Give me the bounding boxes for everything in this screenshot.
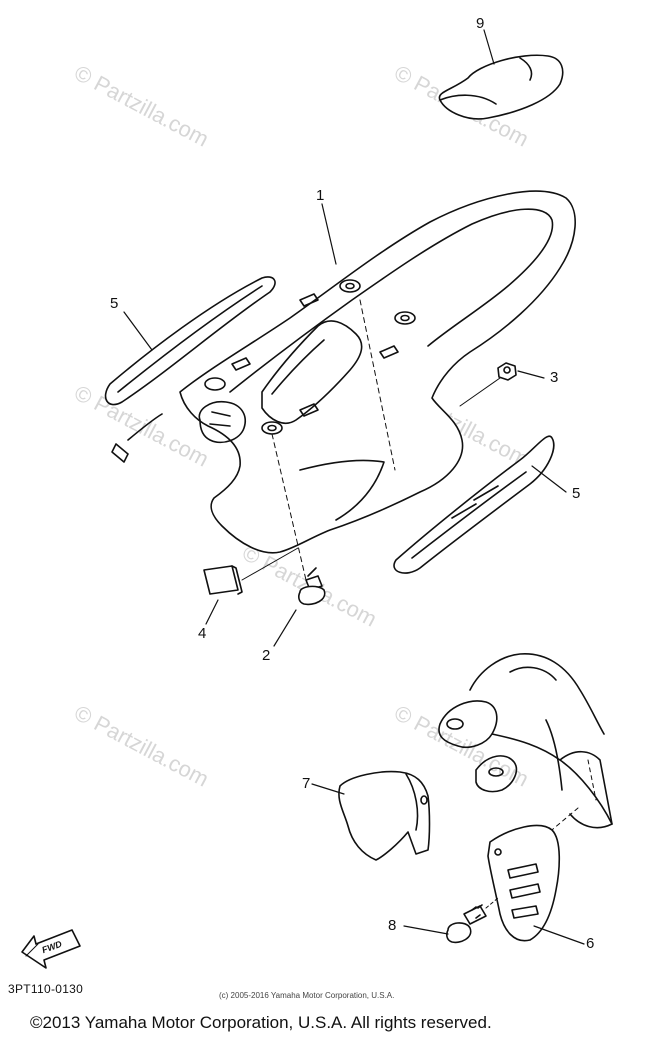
callout-6: 6	[586, 935, 595, 952]
callout-5-right: 5	[572, 485, 581, 502]
part-1-seat-base	[179, 190, 576, 581]
callout-9: 9	[476, 15, 485, 32]
part-4-pad	[203, 547, 299, 625]
callout-3: 3	[550, 369, 559, 386]
diagram-part-code: 3PT110-0130	[8, 982, 84, 996]
callout-8: 8	[388, 917, 397, 934]
small-copyright: (c) 2005-2016 Yamaha Motor Corporation, …	[219, 991, 395, 1000]
callout-7: 7	[302, 775, 311, 792]
part-6-heel-guard	[487, 824, 585, 945]
part-3-nut	[459, 362, 545, 407]
part-9-cover	[438, 29, 564, 120]
frame-section	[438, 653, 613, 841]
part-8-bolt	[403, 897, 499, 944]
callout-1: 1	[316, 187, 325, 204]
callout-5-left: 5	[110, 295, 119, 312]
part-5-strip-right	[393, 435, 567, 574]
part-5-strip-left	[104, 276, 276, 463]
part-2-screw	[273, 567, 326, 647]
footer-copyright: ©2013 Yamaha Motor Corporation, U.S.A. A…	[30, 1013, 492, 1032]
callout-4: 4	[198, 625, 207, 642]
callout-2: 2	[262, 647, 271, 664]
part-7-bracket	[311, 770, 431, 861]
fwd-arrow-icon	[21, 929, 81, 969]
